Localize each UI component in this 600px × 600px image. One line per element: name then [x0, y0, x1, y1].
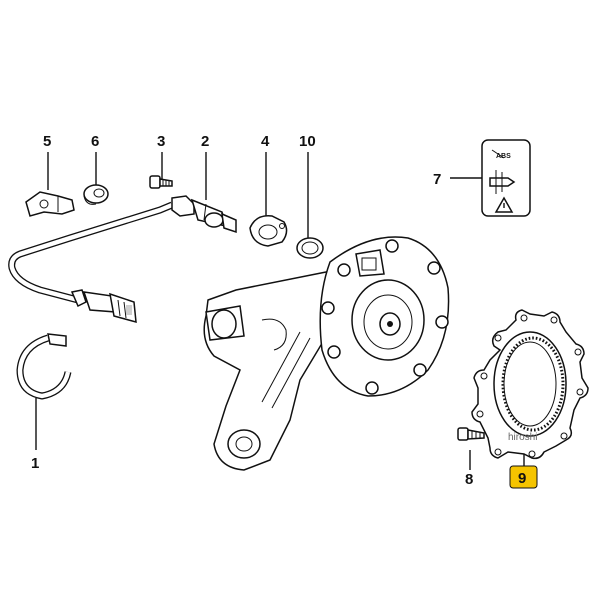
highlight-box [509, 465, 538, 489]
sensor-cable [8, 201, 174, 304]
callout-5: 5 [43, 133, 51, 150]
callout-1: 1 [31, 455, 39, 472]
callout-7: 7 [433, 171, 441, 188]
abs-label-text: ABS [496, 153, 511, 160]
watermark-text: hiroshi [508, 432, 537, 443]
part-5-bracket-clip [25, 191, 75, 217]
callout-6: 6 [91, 133, 99, 150]
final-drive-housing [203, 236, 450, 471]
cable-connector [70, 289, 137, 324]
callout-3: 3 [157, 133, 165, 150]
callout-9: 9 [518, 470, 526, 487]
part-6-grommet [83, 184, 109, 205]
part-9-abs-pulse-ring [471, 309, 589, 460]
part-2-abs-sensor [171, 195, 237, 234]
part-7-abs-label: ABS [481, 139, 531, 217]
callout-2: 2 [201, 133, 209, 150]
callout-10: 10 [299, 133, 316, 150]
callout-4: 4 [261, 133, 270, 150]
part-3-screw [149, 175, 173, 189]
callout-8: 8 [465, 471, 473, 488]
part-4-gasket [249, 215, 288, 247]
part-8-bolt [457, 427, 485, 441]
part-10-o-ring [296, 237, 324, 259]
part-1-retaining-ring [16, 333, 72, 400]
